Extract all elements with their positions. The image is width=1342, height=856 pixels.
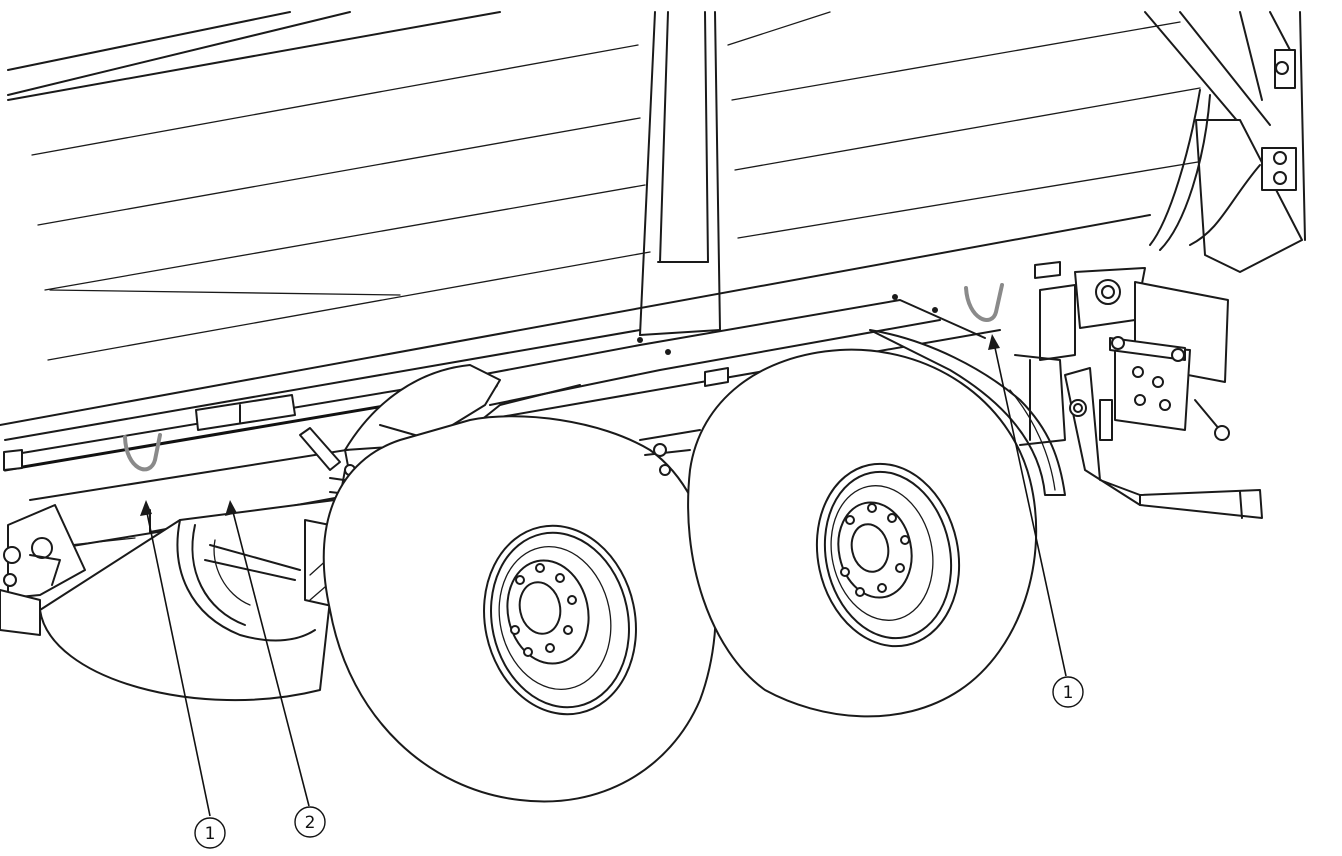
rear-tow-assembly [1014,267,1263,519]
callout-2: 2 [294,806,326,838]
body-side-wall [0,11,1211,441]
rear-light-unit [0,504,86,636]
right-hook [964,283,1004,322]
rear-mudguard [869,329,1066,496]
leader-2 [231,507,310,807]
left-hook [123,433,162,472]
leader-1-left [145,507,211,817]
leader-1-right [993,342,1067,677]
front-wheel [322,415,717,803]
hooks [123,283,1004,472]
chassis-frame [3,389,422,549]
callout-1-right-label: 1 [1063,683,1074,703]
rear-left-wheel [39,499,336,702]
leader-lines [140,334,1067,817]
vertical-post [639,11,721,336]
callout-1-right: 1 [1052,676,1084,708]
front-gate [1144,11,1306,273]
callout-1-left: 1 [194,817,226,849]
callout-1-left-label: 1 [205,824,216,844]
callout-2-label: 2 [305,813,316,833]
axle-details [639,429,701,476]
rear-wheel [687,348,1038,718]
